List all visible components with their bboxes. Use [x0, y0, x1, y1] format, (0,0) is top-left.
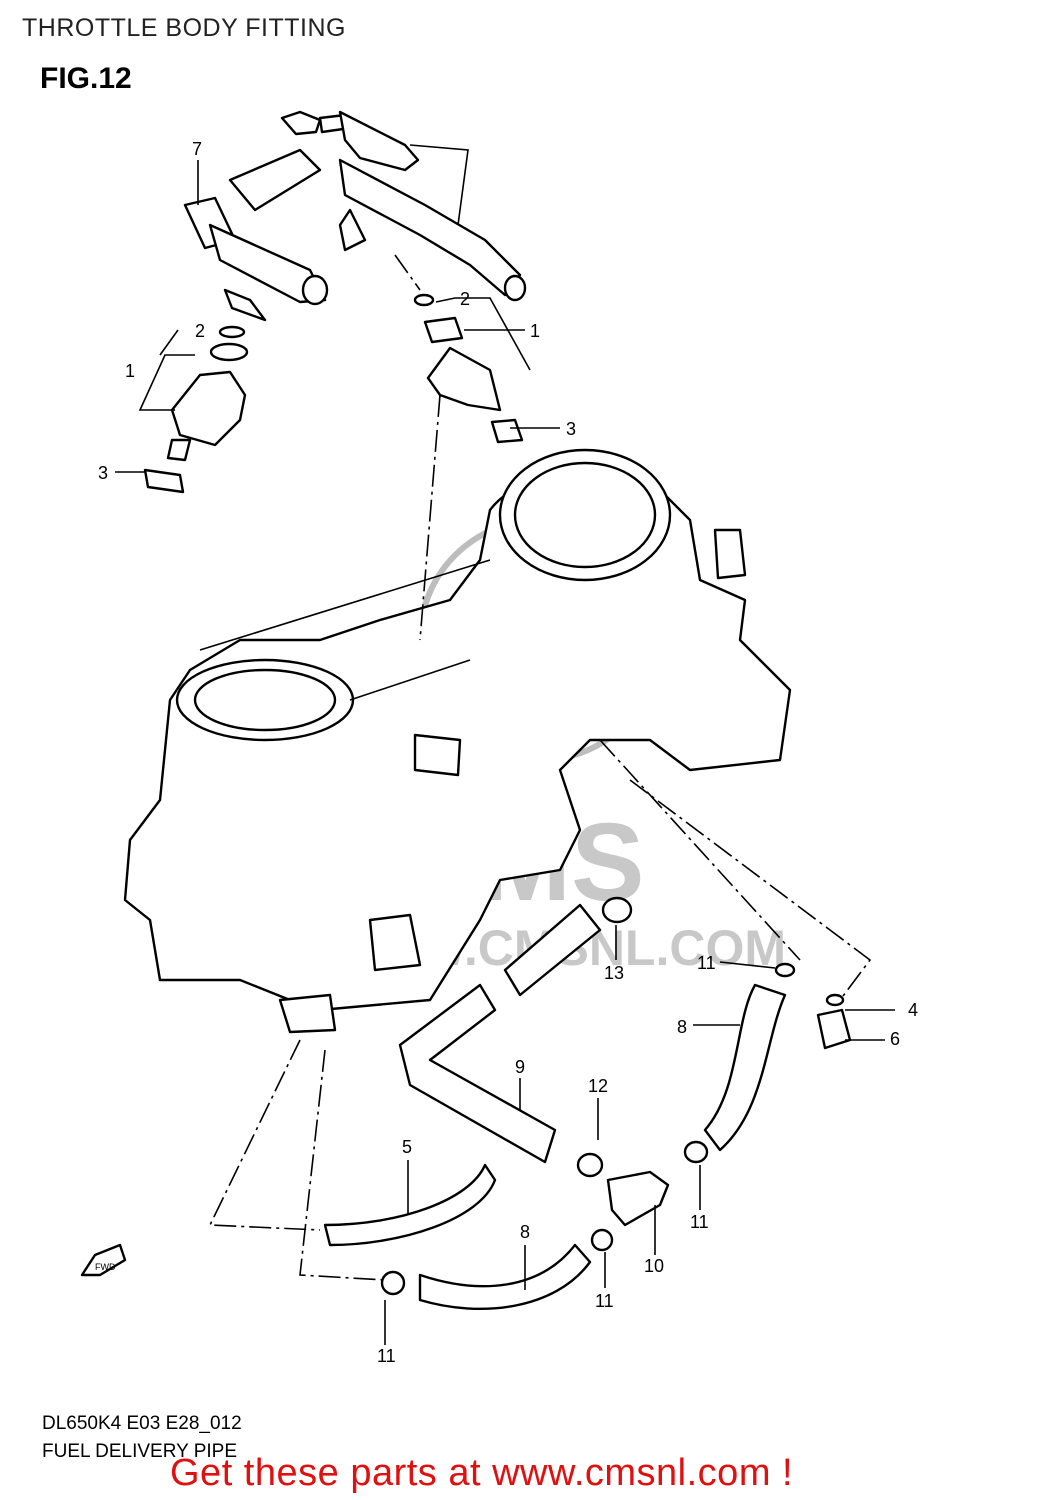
diagram-subtitle: FUEL DELIVERY PIPE [42, 1441, 238, 1462]
callout-11-top: 11 [697, 953, 716, 973]
diagram-code: DL650K4 E03 E28_012 [42, 1413, 242, 1434]
fuel-delivery-pipe [183, 110, 527, 322]
promo-link[interactable]: Get these parts at www.cmsnl.com ! [170, 1452, 794, 1494]
injector-left [143, 325, 249, 494]
callout-11-lower: 11 [595, 1291, 614, 1311]
callout-3-left: 3 [98, 463, 109, 483]
callout-2-left: 2 [195, 321, 206, 341]
callout-13: 13 [604, 963, 625, 983]
figure-number: FIG.12 [40, 62, 132, 95]
callout-3-right: 3 [566, 419, 577, 439]
fwd-arrow-icon: FWD [80, 1243, 127, 1277]
callout-8-lower: 8 [520, 1222, 531, 1242]
callout-11-mid: 11 [690, 1212, 709, 1232]
fwd-label: FWD [95, 1262, 116, 1272]
callout-12: 12 [588, 1076, 609, 1096]
callout-5: 5 [402, 1137, 413, 1157]
injector-right [413, 293, 524, 444]
callout-2-right: 2 [460, 289, 471, 309]
page-title: THROTTLE BODY FITTING [22, 14, 346, 42]
leader-lines [115, 144, 895, 1345]
callout-4: 4 [908, 1000, 919, 1020]
hoses [323, 896, 852, 1311]
callout-1-left: 1 [125, 361, 136, 381]
callout-6: 6 [890, 1029, 901, 1049]
callout-11-bottom: 11 [377, 1346, 396, 1366]
callout-10: 10 [644, 1256, 665, 1276]
callout-8-upper: 8 [677, 1017, 688, 1037]
callout-7: 7 [192, 139, 203, 159]
throttle-body [123, 448, 792, 1034]
callout-9: 9 [515, 1057, 526, 1077]
callout-1-right: 1 [530, 321, 541, 341]
